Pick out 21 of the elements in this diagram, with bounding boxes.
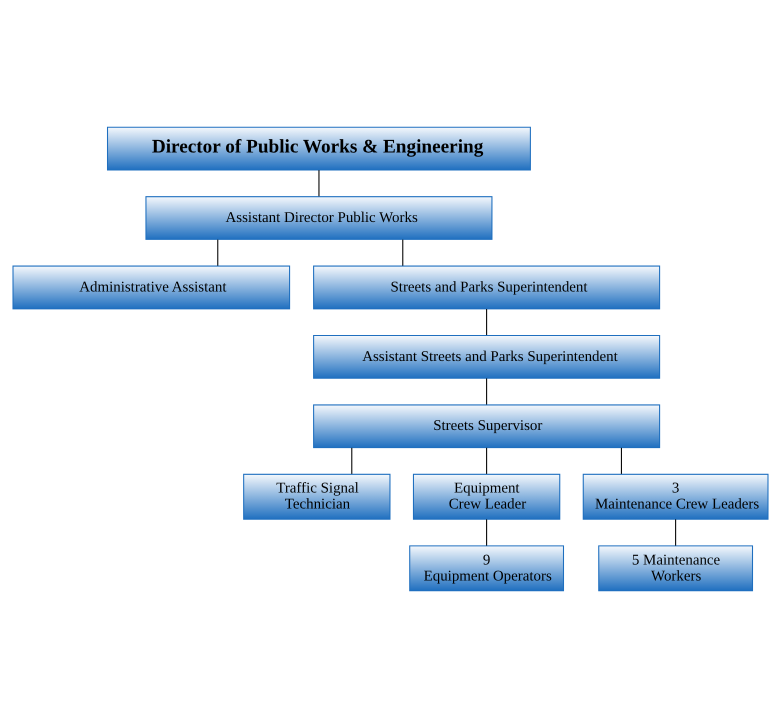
node-box: 9 Equipment Operators <box>409 544 564 591</box>
connector <box>486 378 488 404</box>
node-box: Assistant Streets and Parks Superintendent <box>313 334 660 378</box>
node-box: Equipment Crew Leader <box>412 473 560 520</box>
connector <box>486 308 488 335</box>
connector <box>402 239 404 266</box>
node-box: Traffic Signal Technician <box>243 473 390 520</box>
connector <box>318 170 320 196</box>
node-box: Director of Public Works & Engineering <box>106 126 531 170</box>
node-box: Assistant Director Public Works <box>145 196 492 240</box>
connector <box>486 447 488 474</box>
connector <box>620 447 622 474</box>
node-box: Streets Supervisor <box>313 404 660 448</box>
connector <box>675 518 676 546</box>
node-box: 3 Maintenance Crew Leaders <box>582 473 769 520</box>
node-box: Streets and Parks Superintendent <box>313 265 660 309</box>
node-box: Administrative Assistant <box>12 265 290 309</box>
connector <box>486 518 488 546</box>
connector <box>217 239 218 266</box>
node-box: 5 Maintenance Workers <box>598 544 754 591</box>
connector <box>351 447 352 474</box>
